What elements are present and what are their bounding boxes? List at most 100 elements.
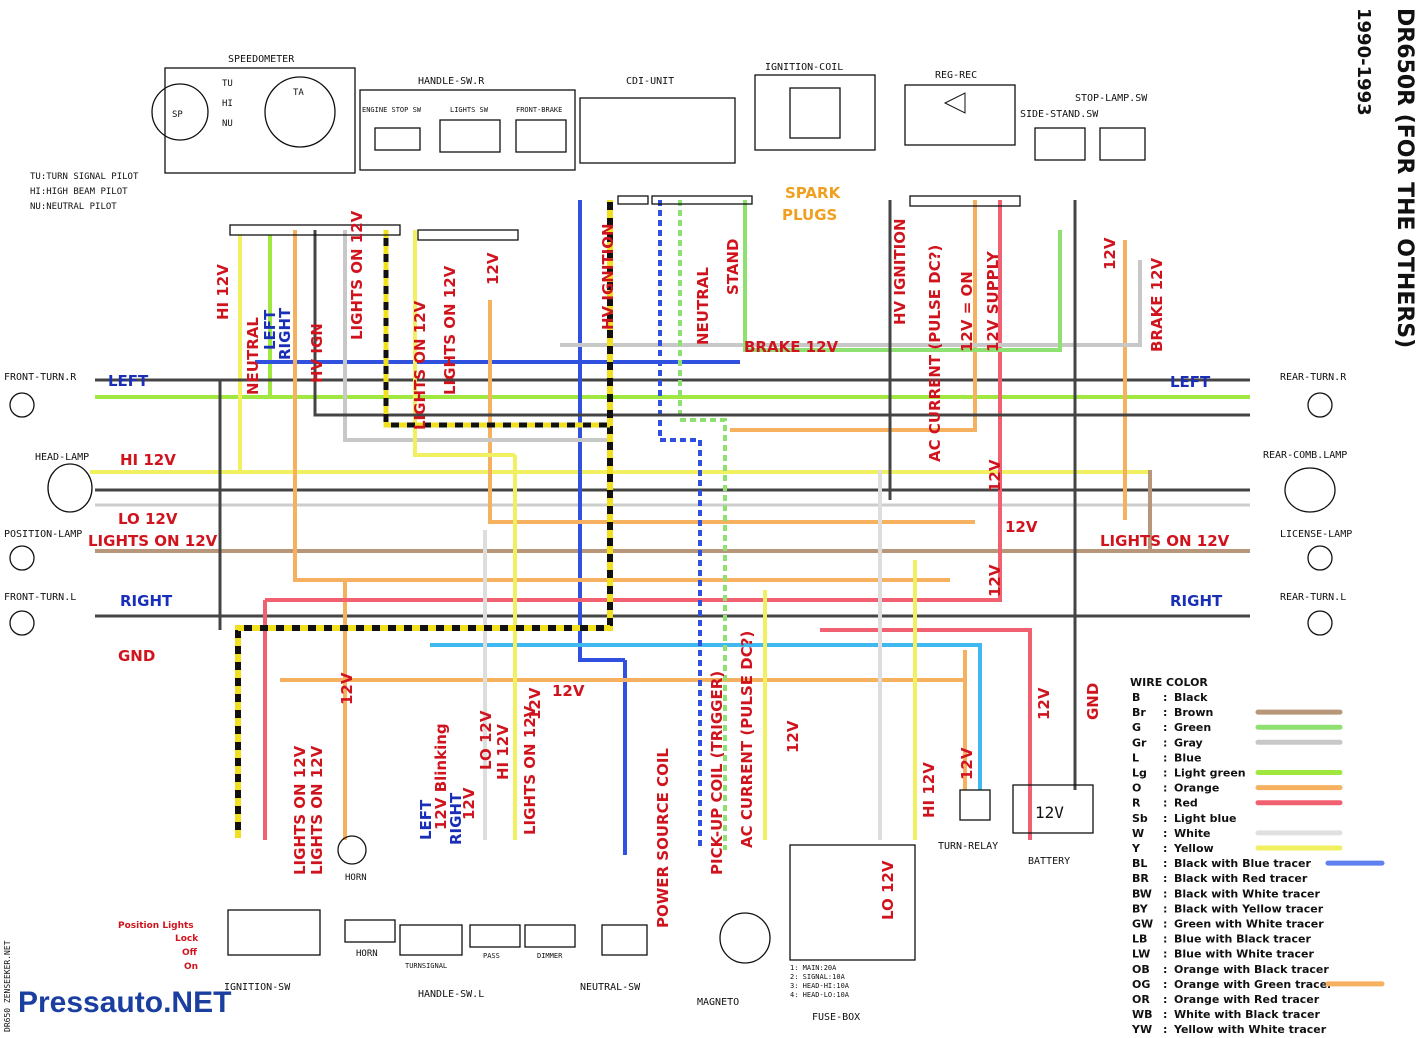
- head-lamp-label: HEAD-LAMP: [35, 452, 89, 463]
- nu-label: NU: [222, 119, 233, 129]
- legend-code: L: [1132, 751, 1139, 764]
- legend-row: Y:Yellow: [1131, 842, 1343, 855]
- fuse-2: 2: SIGNAL:10A: [790, 973, 846, 981]
- legend-colon: :: [1163, 933, 1167, 946]
- legend-colon: :: [1163, 721, 1167, 734]
- speedometer-label: SPEEDOMETER: [228, 54, 295, 65]
- wire-o-3: [488, 300, 975, 524]
- legend-name: Green: [1174, 721, 1211, 734]
- ignition-switch-box: [227, 909, 321, 956]
- side-stand-switch: [1034, 127, 1086, 161]
- wire-color-legend: WIRE COLOR B:BlackBr:BrownG:GreenGr:Gray…: [1130, 676, 1385, 1036]
- legend-name: Blue with White tracer: [1174, 948, 1314, 961]
- vann-12v-or: 12V: [484, 252, 502, 285]
- legend-row: WB:White with Black tracer: [1132, 1008, 1320, 1021]
- fuse-4: 4: HEAD-LO:10A: [790, 991, 850, 999]
- legend-row: YW:Yellow with White tracer: [1131, 1023, 1327, 1036]
- battery-box: [1012, 784, 1094, 834]
- vann-hv-ign-cdi: HV IGNITION: [599, 223, 617, 330]
- vann-left: LEFT: [261, 309, 279, 350]
- vann-lo12: LO 12V: [879, 860, 897, 920]
- wire-r-1: [265, 200, 1002, 602]
- vann-ac-current2: AC CURRENT (PULSE DC?): [738, 631, 756, 848]
- legend-name: Orange: [1174, 782, 1219, 795]
- legend-colon: :: [1163, 857, 1167, 870]
- legend-colon: :: [1163, 812, 1167, 825]
- legend-name: Gray: [1174, 736, 1203, 749]
- horn-sw-label: HORN: [356, 949, 378, 959]
- vann-12v-mid2: 12V: [526, 687, 544, 720]
- legend-colon: :: [1163, 827, 1167, 840]
- sp-gauge: [151, 83, 209, 141]
- legend-row: OB:Orange with Black tracer: [1132, 963, 1329, 976]
- wire-y-v3: [413, 230, 515, 457]
- legend-row: B:Black: [1132, 691, 1208, 704]
- cdi-label: CDI-UNIT: [626, 76, 674, 87]
- vann-lights-on3: LIGHTS ON 12V: [441, 265, 459, 395]
- legend-colon: :: [1163, 767, 1167, 780]
- wires: [90, 200, 1250, 855]
- vann-12v-top: 12V: [1101, 237, 1119, 270]
- legend-row: OR:Orange with Red tracer: [1132, 993, 1320, 1006]
- legend-code: OR: [1132, 993, 1150, 1006]
- legend-row: BW:Black with White tracer: [1132, 887, 1320, 900]
- ann-12v-a: 12V: [1005, 518, 1038, 536]
- front-turn-r-label: FRONT-TURN.R: [4, 372, 77, 383]
- ann-lights-on: LIGHTS ON 12V: [88, 532, 218, 550]
- legend-name: Yellow: [1173, 842, 1214, 855]
- cdi-conn1: [617, 195, 649, 205]
- front-brake-label: FRONT-BRAKE: [516, 106, 562, 114]
- legend-row: BY:Black with Yellow tracer: [1132, 902, 1324, 915]
- spark-label: SPARK: [785, 184, 842, 202]
- wire-blue-h: [578, 200, 625, 662]
- legend-name: Green with White tracer: [1174, 918, 1324, 931]
- rear-turn-r-label: REAR-TURN.R: [1280, 372, 1347, 383]
- legend-row: O:Orange: [1132, 782, 1343, 795]
- legend-row: BL:Black with Blue tracer: [1132, 857, 1385, 870]
- legend-row: Gr:Gray: [1132, 736, 1343, 749]
- ign-pos-2: Off: [182, 948, 198, 958]
- handle-l-label: HANDLE-SW.L: [418, 989, 484, 1000]
- wire-hazard-1: [235, 200, 613, 838]
- ann-lo12: LO 12V: [118, 510, 178, 528]
- handle-r-box: [359, 89, 576, 171]
- ann-lights-on-r: LIGHTS ON 12V: [1100, 532, 1230, 550]
- legend-colon: :: [1163, 691, 1167, 704]
- neutral-sw-label: NEUTRAL-SW: [580, 982, 641, 993]
- vann-neutral-cdi: NEUTRAL: [694, 267, 712, 345]
- legend-row: W:White: [1132, 827, 1343, 840]
- reg-rec-label: REG-REC: [935, 70, 977, 81]
- horn-icon: [337, 835, 367, 865]
- diode-icon: [943, 92, 966, 114]
- legend-code: BL: [1132, 857, 1147, 870]
- legend-row: Lg:Light green: [1132, 767, 1343, 780]
- legend-row: G:Green: [1132, 721, 1343, 734]
- reg-rec-box: [904, 84, 1016, 146]
- reg-rec-connector: [909, 195, 1021, 207]
- legend-colon: :: [1163, 978, 1167, 991]
- vann-stand: STAND: [724, 239, 742, 295]
- diagram-title: DR650R (FOR THE OTHERS): [1392, 8, 1417, 348]
- ann-left: LEFT: [108, 372, 149, 390]
- vann-hv-ign: HV IGN: [308, 323, 326, 383]
- wire-o-4: [730, 200, 977, 432]
- sp-label: SP: [172, 110, 183, 120]
- ann-12v-mid: 12V: [552, 682, 585, 700]
- vann-lights-on2: LIGHTS ON 12V: [411, 300, 429, 430]
- legend-colon: :: [1163, 872, 1167, 885]
- rear-comb-bulb: [1284, 467, 1336, 513]
- side-watermark: DR650 ZENSEEKER.NET: [3, 940, 12, 1032]
- speedo-connector: [229, 224, 401, 236]
- legend-colon: :: [1163, 706, 1167, 719]
- legend-name: White: [1174, 827, 1210, 840]
- horn-label: HORN: [345, 873, 367, 883]
- vann-12v-relay: 12V: [958, 747, 976, 780]
- pass-switch: [469, 924, 521, 948]
- rear-turn-l-label: REAR-TURN.L: [1280, 592, 1346, 603]
- legend-colon: :: [1163, 963, 1167, 976]
- vann-power-source: POWER SOURCE COIL: [654, 748, 672, 928]
- front-turn-l-bulb: [9, 610, 35, 636]
- legend-colon: :: [1163, 918, 1167, 931]
- vann-hi12: HI 12V: [214, 264, 232, 320]
